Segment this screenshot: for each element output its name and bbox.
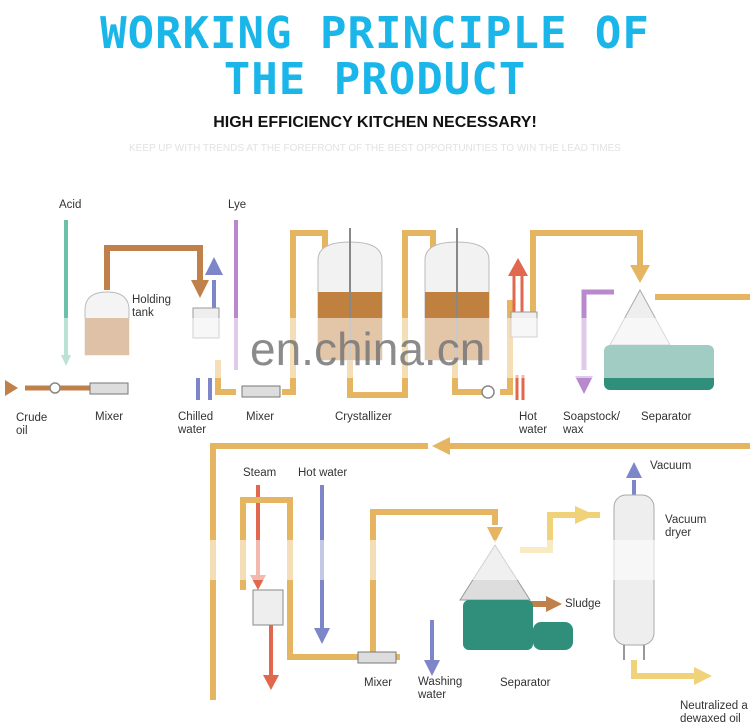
label-hot-water-2: Hot water (298, 467, 348, 479)
to-dryer-arrow (575, 506, 595, 524)
crude-oil-arrow (5, 380, 18, 396)
soapstock-arrow (575, 376, 593, 394)
mixer-2 (241, 385, 281, 398)
label-vacuum-dryer: Vacuum dryer (665, 514, 707, 539)
watermark-band-2 (0, 540, 750, 580)
label-vacuum: Vacuum (650, 460, 692, 472)
label-sludge: Sludge (565, 598, 601, 610)
hot-water-arrow (314, 628, 330, 644)
subtitle: HIGH EFFICIENCY KITCHEN NECESSARY! (213, 114, 537, 131)
down-arrow (191, 280, 209, 298)
hot-pipe-1 (512, 275, 525, 400)
separator-in-arrow (630, 265, 650, 283)
label-separator-1: Separator (641, 411, 692, 423)
dryer-out (631, 660, 695, 679)
crystallizer-link (347, 230, 436, 398)
watermark: en.china.cn (250, 323, 486, 375)
return-arrow (432, 437, 450, 455)
label-crystallizer: Crystallizer (335, 411, 392, 423)
label-hot-water-1: Hot water (519, 411, 548, 436)
label-mixer-2: Mixer (246, 411, 275, 423)
mixer-1 (89, 382, 129, 395)
title-line-1: WORKING PRINCIPLE OF (100, 8, 650, 59)
separator2-in-arrow (487, 527, 503, 543)
chilled-up-arrow (205, 257, 223, 275)
label-lye: Lye (228, 199, 247, 211)
oil-out-arrow (694, 667, 712, 685)
title-line-2: THE PRODUCT (223, 54, 527, 105)
label-mixer-3: Mixer (364, 677, 393, 689)
label-holding-tank: Holding tank (132, 294, 171, 319)
label-separator-2: Separator (500, 677, 551, 689)
label-washing-water: Washing water (418, 676, 463, 701)
hot-up-arrow (508, 258, 528, 276)
steam-out-arrow (263, 675, 279, 690)
holding-tank-pipe (104, 245, 203, 290)
label-crude-oil: Crude oil (16, 412, 48, 437)
label-acid: Acid (59, 199, 82, 211)
mixer-3 (357, 651, 397, 664)
vacuum-arrow (626, 462, 642, 478)
label-soapstock: Soapstock/ wax (563, 411, 620, 436)
heat-exchanger (252, 589, 284, 626)
valve (49, 382, 61, 394)
sludge-arrow (546, 596, 562, 612)
label-chilled-water: Chilled water (178, 411, 214, 436)
watermark-band (0, 318, 750, 378)
label-mixer-1: Mixer (95, 411, 124, 423)
label-neutralized-oil: Neutralized a dewaxed oil (680, 700, 748, 725)
tagline: KEEP UP WITH TRENDS AT THE FOREFRONT OF … (129, 143, 621, 154)
label-steam: Steam (243, 467, 277, 479)
valve-2 (481, 385, 495, 399)
washing-arrow (424, 660, 440, 676)
return-pipe (210, 443, 750, 700)
